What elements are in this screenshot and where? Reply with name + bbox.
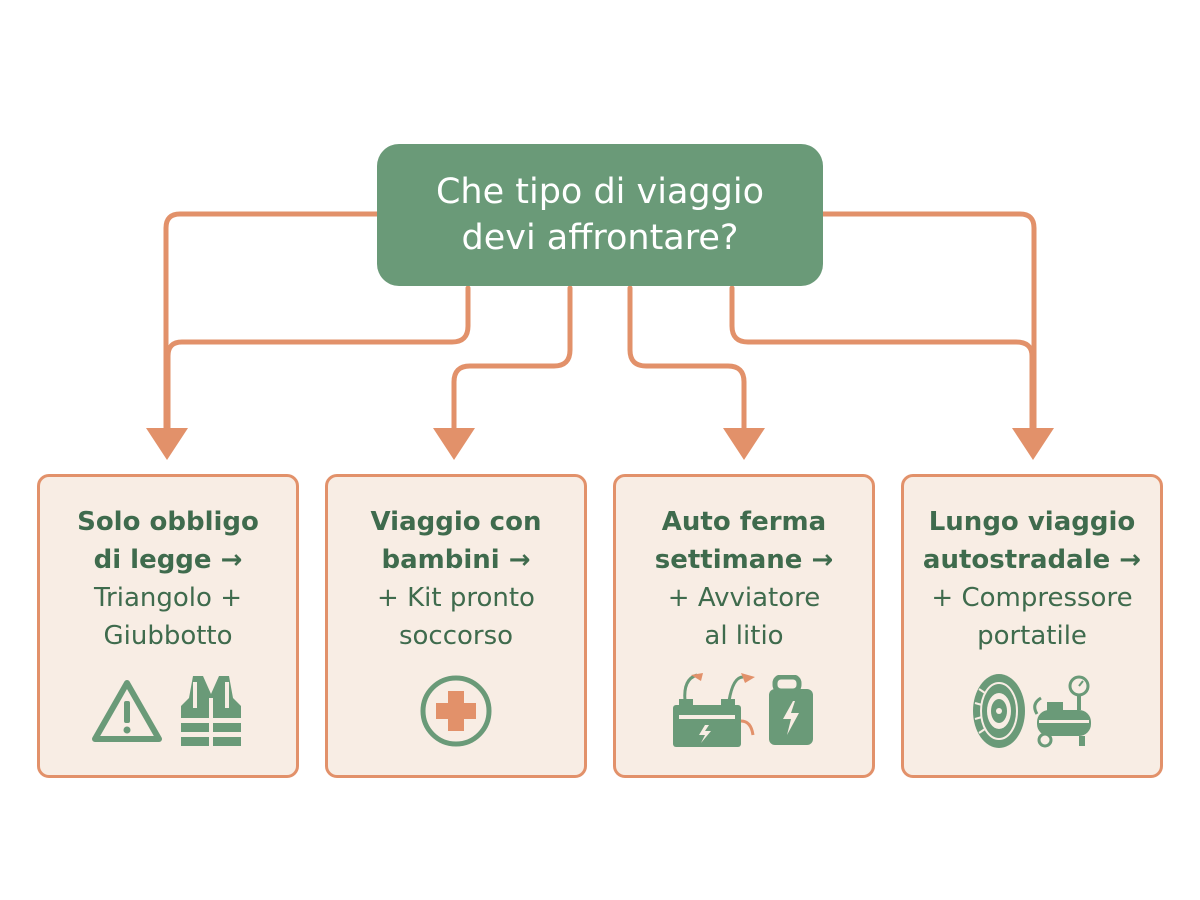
option-line: + Compressore [931,583,1133,613]
option-line: Solo obbligo [77,507,259,537]
option-line: di legge → [93,545,243,575]
connector-inner-right [729,285,1035,433]
option-icons [40,671,296,751]
question-box: Che tipo di viaggio devi affrontare? [377,144,823,286]
connector-inner-left [165,285,471,433]
option-icons [616,671,872,751]
option-text: Solo obbligo di legge → Triangolo + Giub… [40,503,296,655]
option-box-legal-minimum: Solo obbligo di legge → Triangolo + Giub… [37,474,299,778]
question-text: Che tipo di viaggio devi affrontare? [435,172,764,258]
option-line: bambini → [381,545,531,575]
option-icons [904,671,1160,751]
option-box-parked-car: Auto ferma settimane → + Avviatore al li… [613,474,875,778]
option-line: + Avviatore [667,583,821,613]
option-line: al litio [704,621,784,651]
option-line: settimane → [654,545,834,575]
jump-starter-icon [769,675,813,745]
option-line: portatile [977,621,1087,651]
option-box-highway-trip: Lungo viaggio autostradale → + Compresso… [901,474,1163,778]
car-battery-icon [673,673,755,747]
arrowhead-4 [1012,428,1054,460]
option-text: Lungo viaggio autostradale → + Compresso… [904,503,1160,655]
option-line: Viaggio con [370,507,542,537]
arrowhead-3 [723,428,765,460]
warning-triangle-icon [92,680,162,742]
option-text: Viaggio con bambini → + Kit pronto socco… [328,503,584,655]
option-line: Triangolo + [94,583,242,613]
arrowhead-2 [433,428,475,460]
option-line: autostradale → [922,545,1142,575]
option-box-children: Viaggio con bambini → + Kit pronto socco… [325,474,587,778]
first-aid-cross-icon [420,675,492,747]
option-line: Lungo viaggio [928,507,1136,537]
option-line: Giubbotto [103,621,233,651]
option-line: Auto ferma [661,507,827,537]
connector-outer-left [163,211,380,433]
air-compressor-icon [1033,675,1091,748]
option-line: + Kit pronto [377,583,535,613]
arrowhead-1 [146,428,188,460]
connector-outer-right [820,211,1037,433]
connector-center-right [627,285,747,433]
tire-icon [973,674,1025,748]
option-text: Auto ferma settimane → + Avviatore al li… [616,503,872,655]
safety-vest-icon [181,676,241,746]
connector-center-left [451,285,573,433]
option-line: soccorso [398,621,514,651]
option-icons [328,671,584,751]
